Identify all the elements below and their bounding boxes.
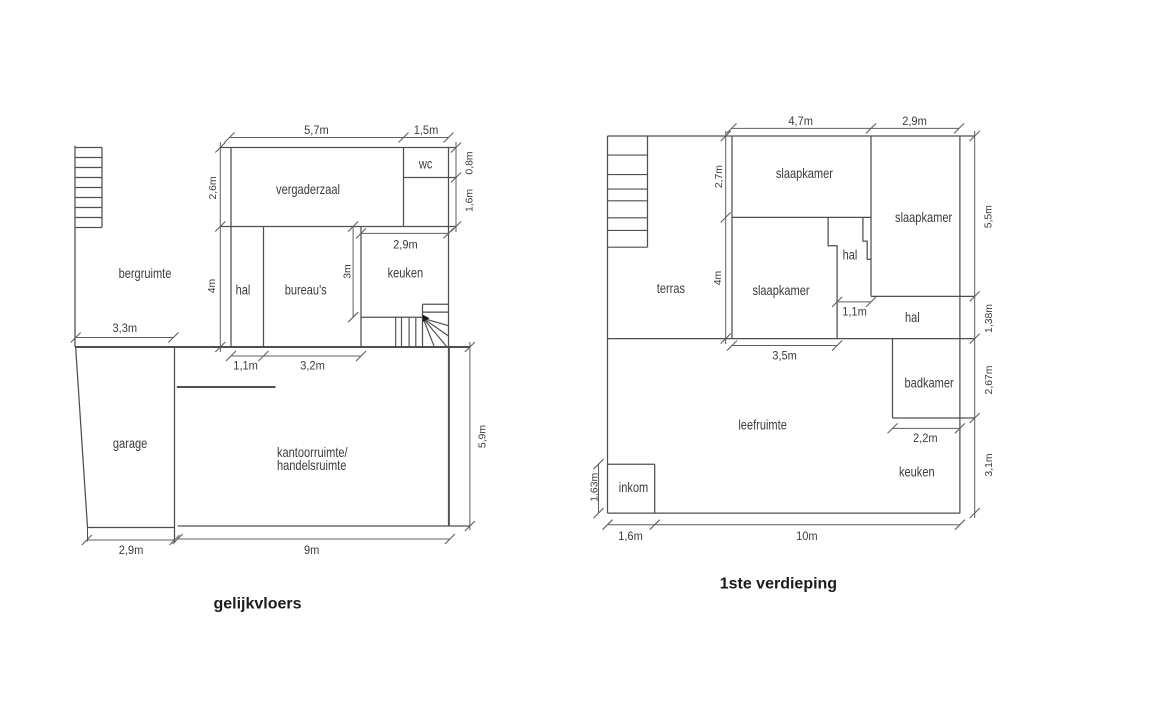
svg-text:5,5m: 5,5m <box>984 205 995 228</box>
svg-text:slaapkamer: slaapkamer <box>752 282 809 298</box>
svg-text:bergruimte: bergruimte <box>119 265 172 281</box>
svg-text:5,9m: 5,9m <box>478 425 489 448</box>
svg-text:hal: hal <box>905 309 920 325</box>
svg-text:keuken: keuken <box>388 265 424 281</box>
svg-text:2,7m: 2,7m <box>714 165 725 188</box>
svg-text:hal: hal <box>843 247 858 263</box>
svg-text:5,7m: 5,7m <box>304 123 329 137</box>
svg-text:slaapkamer: slaapkamer <box>895 209 952 225</box>
svg-text:badkamer: badkamer <box>905 374 954 390</box>
svg-text:1,6m: 1,6m <box>465 189 476 212</box>
svg-text:2,9m: 2,9m <box>119 543 144 557</box>
svg-text:3m: 3m <box>343 264 354 278</box>
svg-text:2,67m: 2,67m <box>984 366 995 395</box>
svg-text:2,9m: 2,9m <box>393 237 418 251</box>
svg-text:inkom: inkom <box>619 479 649 495</box>
svg-text:gelijkvloers: gelijkvloers <box>213 595 301 612</box>
svg-text:4m: 4m <box>713 271 724 285</box>
svg-text:3,1m: 3,1m <box>984 453 995 476</box>
svg-text:1,38m: 1,38m <box>984 304 995 333</box>
svg-text:2,9m: 2,9m <box>902 114 927 128</box>
svg-text:1,5m: 1,5m <box>414 123 439 137</box>
svg-text:3,5m: 3,5m <box>772 349 797 363</box>
svg-text:9m: 9m <box>304 543 319 557</box>
svg-text:1,1m: 1,1m <box>842 305 867 319</box>
svg-text:terras: terras <box>657 280 685 296</box>
svg-text:0,8m: 0,8m <box>465 151 476 174</box>
svg-text:wc: wc <box>418 156 432 172</box>
svg-text:keuken: keuken <box>899 464 935 480</box>
svg-text:garage: garage <box>113 435 148 451</box>
svg-text:1,6m: 1,6m <box>618 529 643 543</box>
svg-text:2,2m: 2,2m <box>913 431 938 445</box>
svg-text:1,1m: 1,1m <box>233 358 258 372</box>
svg-text:vergaderzaal: vergaderzaal <box>276 181 340 197</box>
svg-text:hal: hal <box>236 282 251 298</box>
svg-text:bureau's: bureau's <box>285 282 327 298</box>
svg-text:10m: 10m <box>796 529 818 543</box>
svg-text:kantoorruimte/: kantoorruimte/ <box>277 444 348 460</box>
svg-text:slaapkamer: slaapkamer <box>776 165 833 181</box>
svg-text:handelsruimte: handelsruimte <box>277 457 347 473</box>
svg-text:leefruimte: leefruimte <box>738 416 787 432</box>
svg-text:4,7m: 4,7m <box>788 114 813 128</box>
svg-text:1ste verdieping: 1ste verdieping <box>720 575 837 592</box>
svg-text:4m: 4m <box>207 279 218 293</box>
svg-text:3,3m: 3,3m <box>113 321 138 335</box>
svg-text:2,6m: 2,6m <box>208 176 219 199</box>
svg-text:1,63m: 1,63m <box>589 473 600 502</box>
svg-text:3,2m: 3,2m <box>300 358 325 372</box>
